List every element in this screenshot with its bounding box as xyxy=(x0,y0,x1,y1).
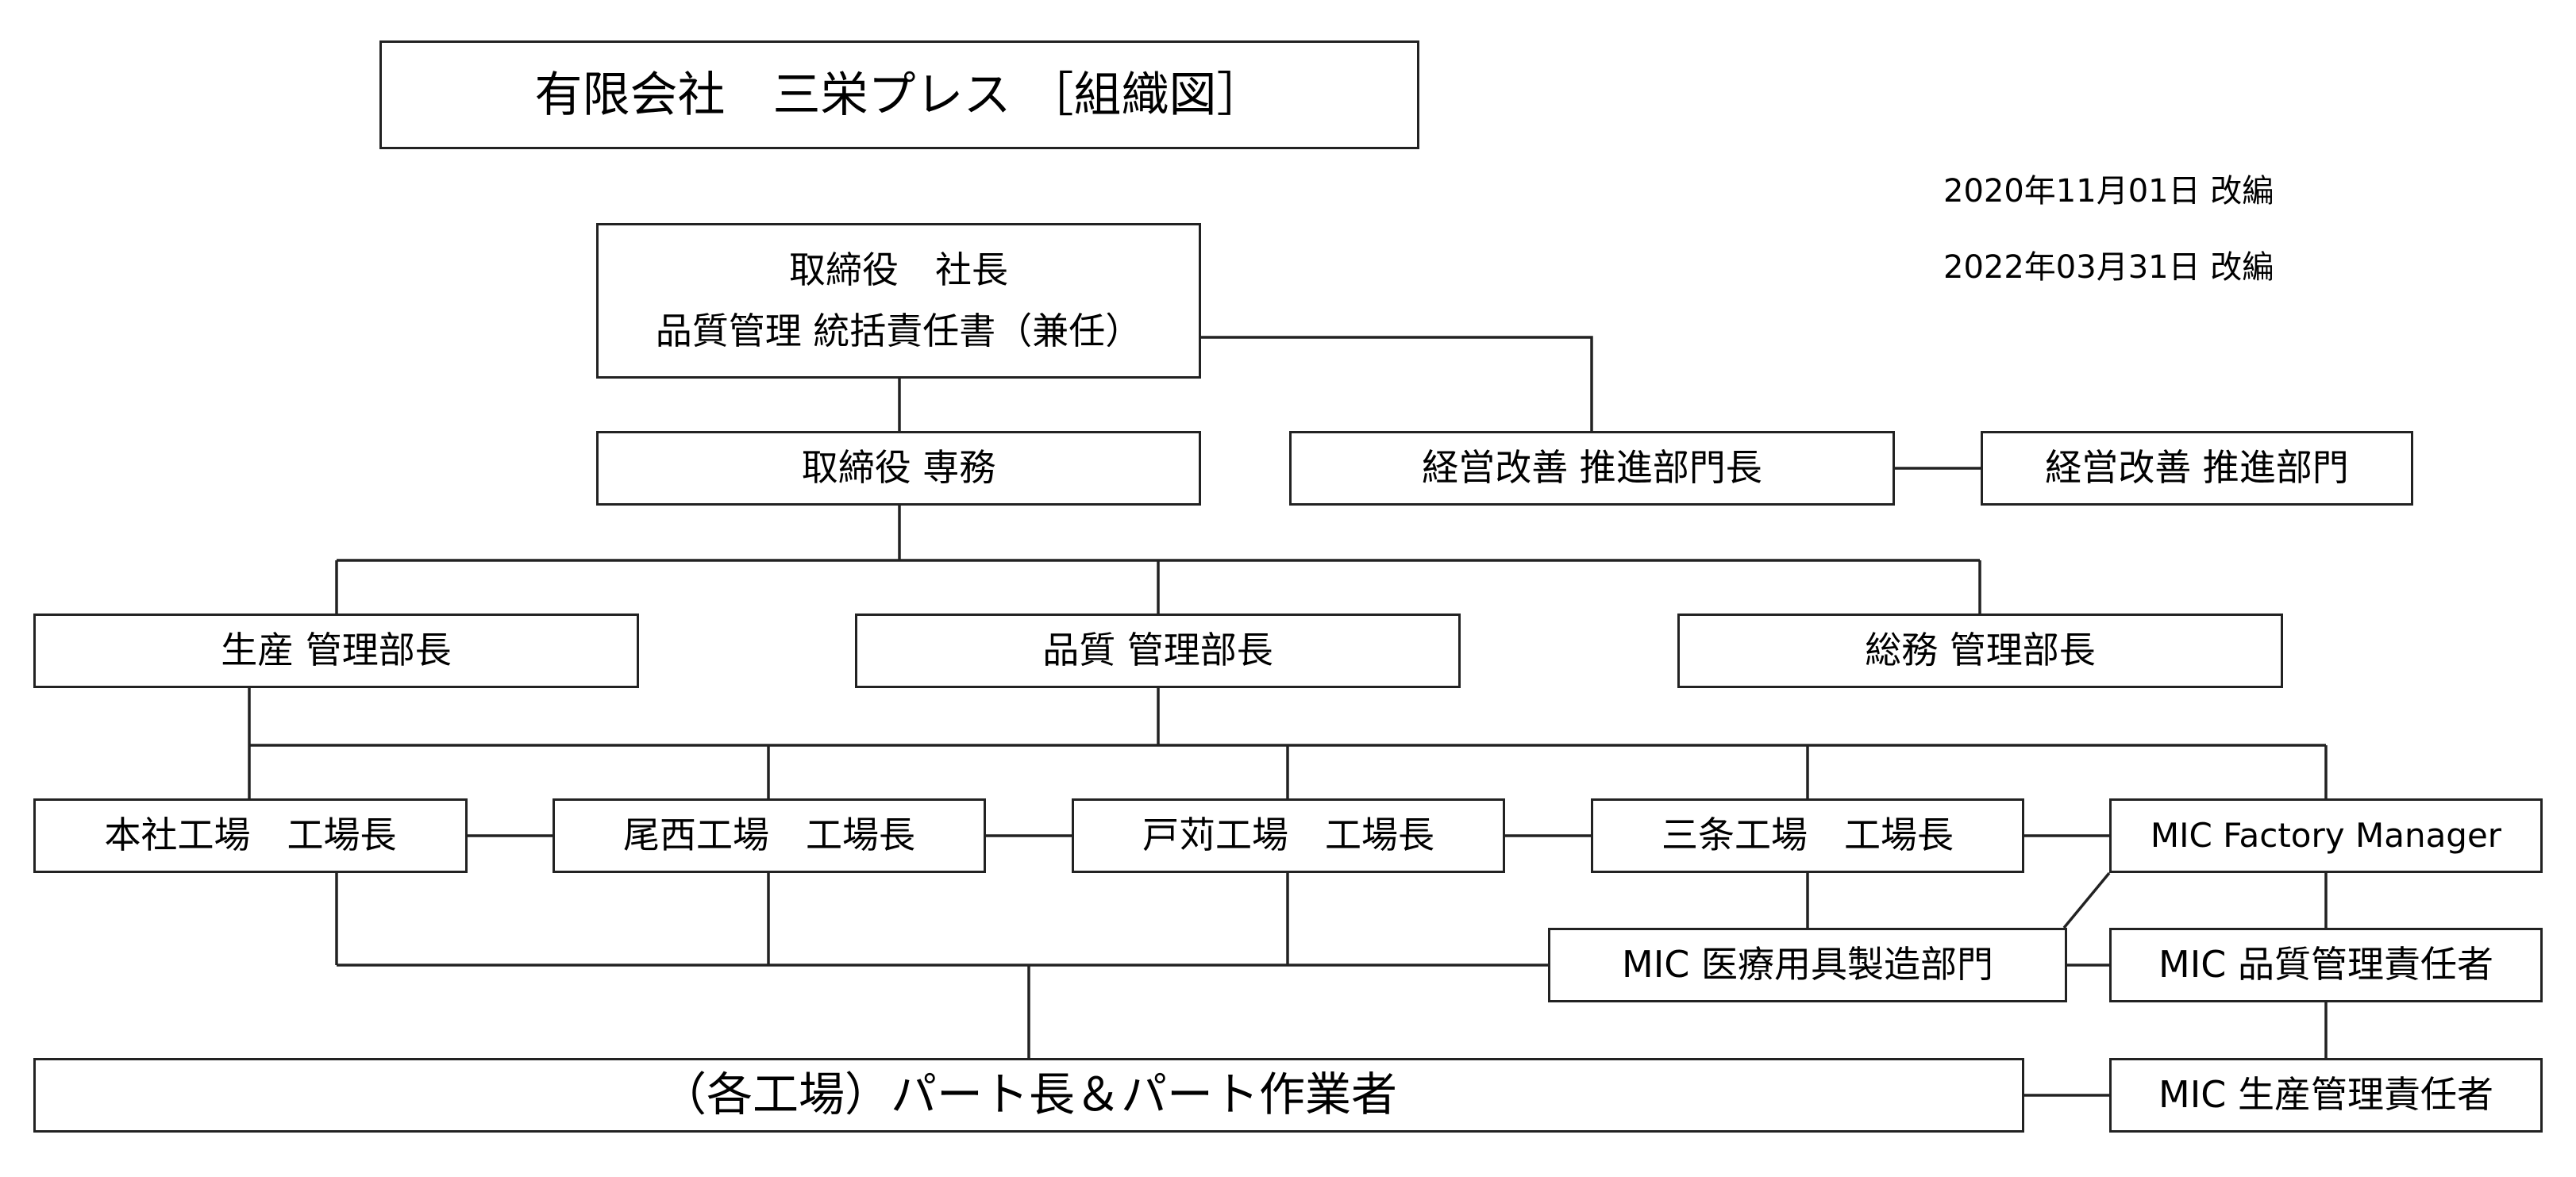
mic-production-manager-box: MIC 生産管理責任者 xyxy=(2109,1058,2543,1133)
quality-manager-label: 品質 管理部長 xyxy=(1042,629,1273,672)
mic-quality-manager-label: MIC 品質管理責任者 xyxy=(2158,943,2493,987)
title-box: 有限会社 三栄プレス ［組織図］ xyxy=(379,40,1419,149)
mic-factory-manager-box: MIC Factory Manager xyxy=(2109,798,2543,873)
revision-date-2: 2022年03月31日 改編 xyxy=(1943,249,2274,286)
sanjo-factory-box: 三条工場 工場長 xyxy=(1591,798,2024,873)
president-role: 品質管理 統括責任書（兼任） xyxy=(655,310,1142,353)
quality-manager-box: 品質 管理部長 xyxy=(855,614,1461,688)
honsha-factory-box: 本社工場 工場長 xyxy=(33,798,468,873)
tokari-factory-box: 戸苅工場 工場長 xyxy=(1072,798,1505,873)
onishi-factory-label: 尾西工場 工場長 xyxy=(623,814,915,857)
revision-date-1: 2020年11月01日 改編 xyxy=(1943,173,2274,210)
onishi-factory-box: 尾西工場 工場長 xyxy=(553,798,986,873)
honsha-factory-label: 本社工場 工場長 xyxy=(104,814,397,857)
production-manager-box: 生産 管理部長 xyxy=(33,614,639,688)
president-title: 取締役 社長 xyxy=(789,248,1008,291)
improvement-head-label: 経営改善 推進部門長 xyxy=(1422,446,1762,490)
improvement-dept-box: 経営改善 推進部門 xyxy=(1981,431,2413,506)
improvement-head-box: 経営改善 推進部門長 xyxy=(1289,431,1895,506)
managing-director-label: 取締役 専務 xyxy=(801,446,996,490)
page-title: 有限会社 三栄プレス ［組織図］ xyxy=(534,67,1265,123)
mic-medical-dept-label: MIC 医療用具製造部門 xyxy=(1622,943,1993,987)
mic-medical-dept-box: MIC 医療用具製造部門 xyxy=(1548,928,2067,1002)
mic-production-manager-label: MIC 生産管理責任者 xyxy=(2158,1073,2493,1117)
mic-quality-manager-box: MIC 品質管理責任者 xyxy=(2109,928,2543,1002)
general-affairs-manager-box: 総務 管理部長 xyxy=(1677,614,2283,688)
production-manager-label: 生産 管理部長 xyxy=(221,629,452,672)
tokari-factory-label: 戸苅工場 工場長 xyxy=(1142,814,1434,857)
president-box: 取締役 社長 品質管理 統括責任書（兼任） xyxy=(596,223,1201,379)
workers-label: （各工場）パート長＆パート作業者 xyxy=(660,1067,1397,1122)
mic-factory-manager-label: MIC Factory Manager xyxy=(2150,815,2502,855)
workers-box: （各工場）パート長＆パート作業者 xyxy=(33,1058,2024,1133)
managing-director-box: 取締役 専務 xyxy=(596,431,1201,506)
sanjo-factory-label: 三条工場 工場長 xyxy=(1662,814,1954,857)
general-affairs-manager-label: 総務 管理部長 xyxy=(1865,629,2096,672)
improvement-dept-label: 経営改善 推進部門 xyxy=(2045,446,2349,490)
